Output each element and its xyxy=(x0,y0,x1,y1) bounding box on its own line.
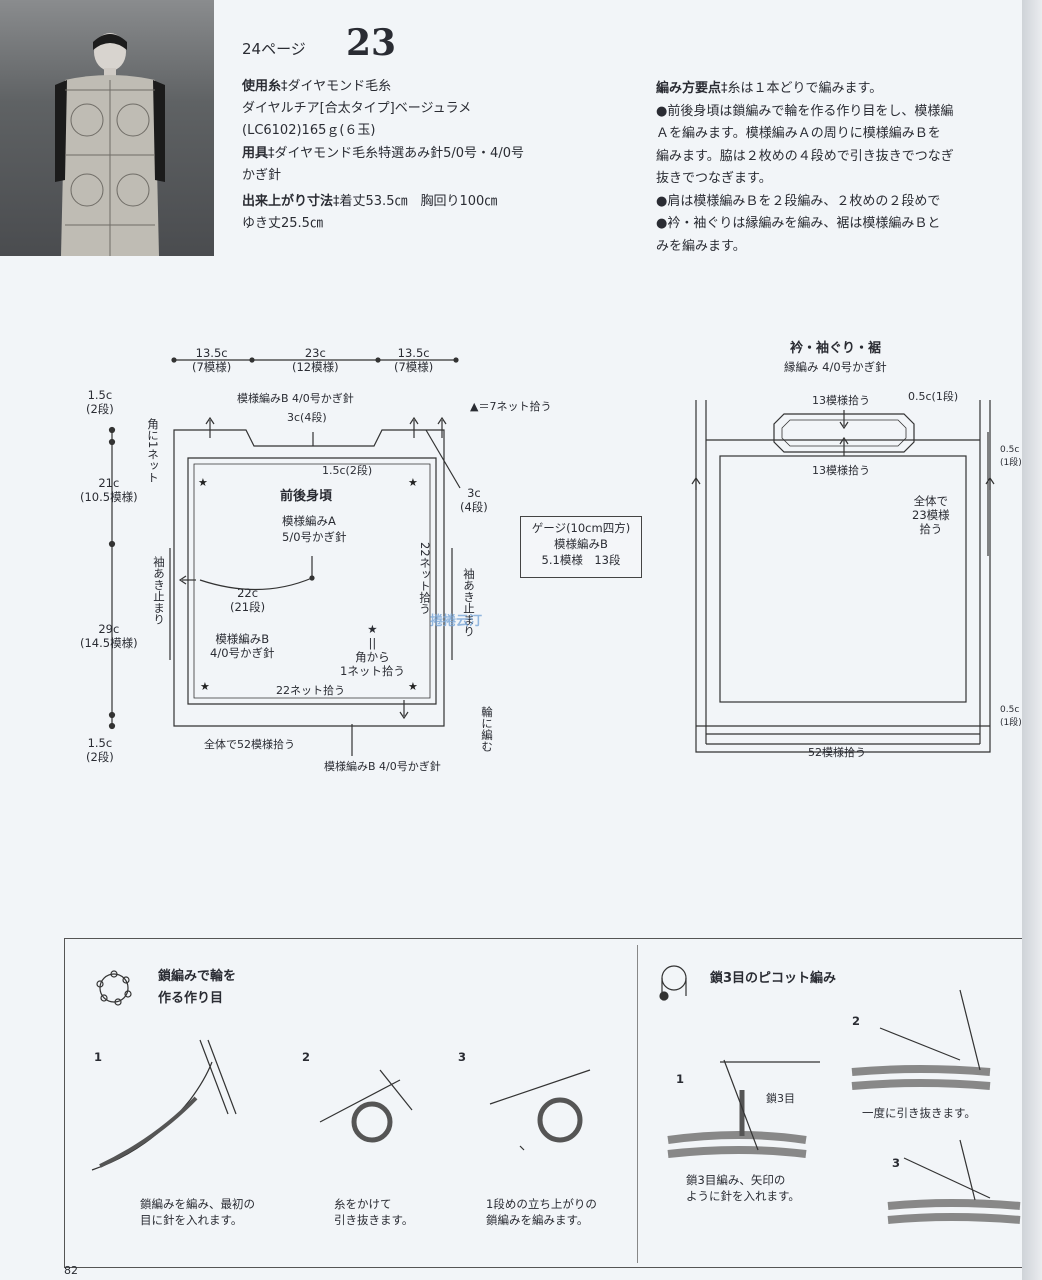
pattern-number: 23 xyxy=(346,22,397,64)
edge-right-dim1: 0.5c(1段) xyxy=(1000,445,1022,468)
edge-subtitle: 縁編み 4/0号かぎ針 xyxy=(784,360,887,374)
step1-number: 1 xyxy=(94,1050,103,1064)
panel-divider xyxy=(637,945,638,1263)
edge-mid13: 13模様拾う xyxy=(812,464,870,477)
shoulder-label: 模様編みB 4/0号かぎ針 xyxy=(237,392,354,405)
tutorial-panel xyxy=(64,938,1042,1268)
picot-step1-text: 鎖3目編み、矢印のように針を入れます。 xyxy=(686,1173,800,1203)
edge-title: 衿・袖ぐり・裾 xyxy=(790,341,882,356)
neck-drop: 1.5c(2段) xyxy=(322,464,373,477)
chain3-label: 鎖3目 xyxy=(766,1092,795,1105)
left-bot-dim: 1.5c(2段) xyxy=(86,736,114,764)
svg-text:★: ★ xyxy=(200,680,210,693)
picot-step1-number: 1 xyxy=(676,1072,685,1086)
page-edge xyxy=(1022,0,1042,1280)
yarn-line-1: 使用糸‡ダイヤモンド毛糸 xyxy=(242,79,392,94)
tutorial-right-title: 鎖3目のピコット編み xyxy=(710,971,837,986)
yarn-line-3: (LC6102)165ｇ(６玉) xyxy=(242,123,376,138)
page-reference: 24ページ xyxy=(242,40,306,58)
step3-text: 1段めの立ち上がりの鎖編みを編みます。 xyxy=(486,1197,597,1227)
corner-note: 角に1ネット xyxy=(146,418,160,483)
step1-text: 鎖編みを編み、最初の目に針を入れます。 xyxy=(140,1197,255,1227)
width-dim: 22c(21段) xyxy=(230,586,266,614)
sleeve-stop-right: 袖あき止まり xyxy=(462,568,476,637)
garment-illustration xyxy=(55,33,165,256)
edge-right-dim2: 0.5c(1段) xyxy=(1000,705,1022,728)
neck-dim: 3c(4段) xyxy=(287,411,327,424)
net22-vertical: 22ネット拾う xyxy=(418,542,432,615)
page-number: 82 xyxy=(64,1264,78,1277)
model-photo xyxy=(0,0,214,256)
ring-note: 輪に編む xyxy=(480,706,494,752)
picot-step2-number: 2 xyxy=(852,1014,861,1028)
top-dim-3: 13.5c(7模様) xyxy=(394,346,434,374)
left-low-dim: 29c(14.5模様) xyxy=(80,622,138,650)
total-52: 全体で52模様拾う xyxy=(204,738,295,751)
picot-step3-number: 3 xyxy=(892,1156,901,1170)
svg-text:★: ★ xyxy=(408,680,418,693)
left-top-dim: 1.5c(2段) xyxy=(86,388,114,416)
side-dim: 3c(4段) xyxy=(460,486,488,514)
hook-a: 5/0号かぎ針 xyxy=(282,530,347,544)
net22-horizontal: 22ネット拾う xyxy=(276,684,345,697)
hem-label: 模様編みB 4/0号かぎ針 xyxy=(324,760,441,773)
top-dim-1: 13.5c(7模様) xyxy=(192,346,232,374)
tutorial-left-title: 鎖編みで輪を作る作り目 xyxy=(158,969,237,1006)
picot-step2-text: 一度に引き抜きます。 xyxy=(862,1106,976,1120)
step3-number: 3 xyxy=(458,1050,467,1064)
edge-top13: 13模様拾う xyxy=(812,394,870,407)
tools-line-1: 用具‡ダイヤモンド毛糸特選あみ針5/0号・4/0号 xyxy=(242,146,524,161)
net-note: ▲＝7ネット拾う xyxy=(470,400,552,413)
size-line-1: 出来上がり寸法‡着丈53.5㎝ 胸回り100㎝ xyxy=(242,194,498,209)
edge-half: 0.5c(1段) xyxy=(908,390,959,403)
sleeve-stop-left: 袖あき止まり xyxy=(152,556,166,625)
edge-bottom52: 52模様拾う xyxy=(808,746,866,759)
svg-text:★: ★ xyxy=(198,476,208,489)
step2-number: 2 xyxy=(302,1050,311,1064)
left-mid-dim: 21c(10.5模様) xyxy=(80,476,138,504)
pattern-a: 模様編みA xyxy=(282,514,336,528)
tools-line-2: かぎ針 xyxy=(242,168,282,183)
body-title: 前後身頃 xyxy=(280,489,333,504)
watermark: 捲捲云汀 xyxy=(430,614,483,629)
svg-text:★: ★ xyxy=(408,476,418,489)
step2-text: 糸をかけて引き抜きます。 xyxy=(334,1197,414,1227)
top-dim-2: 23c(12模様) xyxy=(292,346,339,374)
knitting-notes: 編み方要点‡糸は１本どりで編みます。 ●前後身頃は鎖編みで輪を作る作り目をし、模… xyxy=(656,81,954,254)
yarn-line-2: ダイヤルチア[合太タイプ]ベージュラメ xyxy=(242,101,472,116)
size-line-2: ゆき丈25.5㎝ xyxy=(242,216,323,231)
